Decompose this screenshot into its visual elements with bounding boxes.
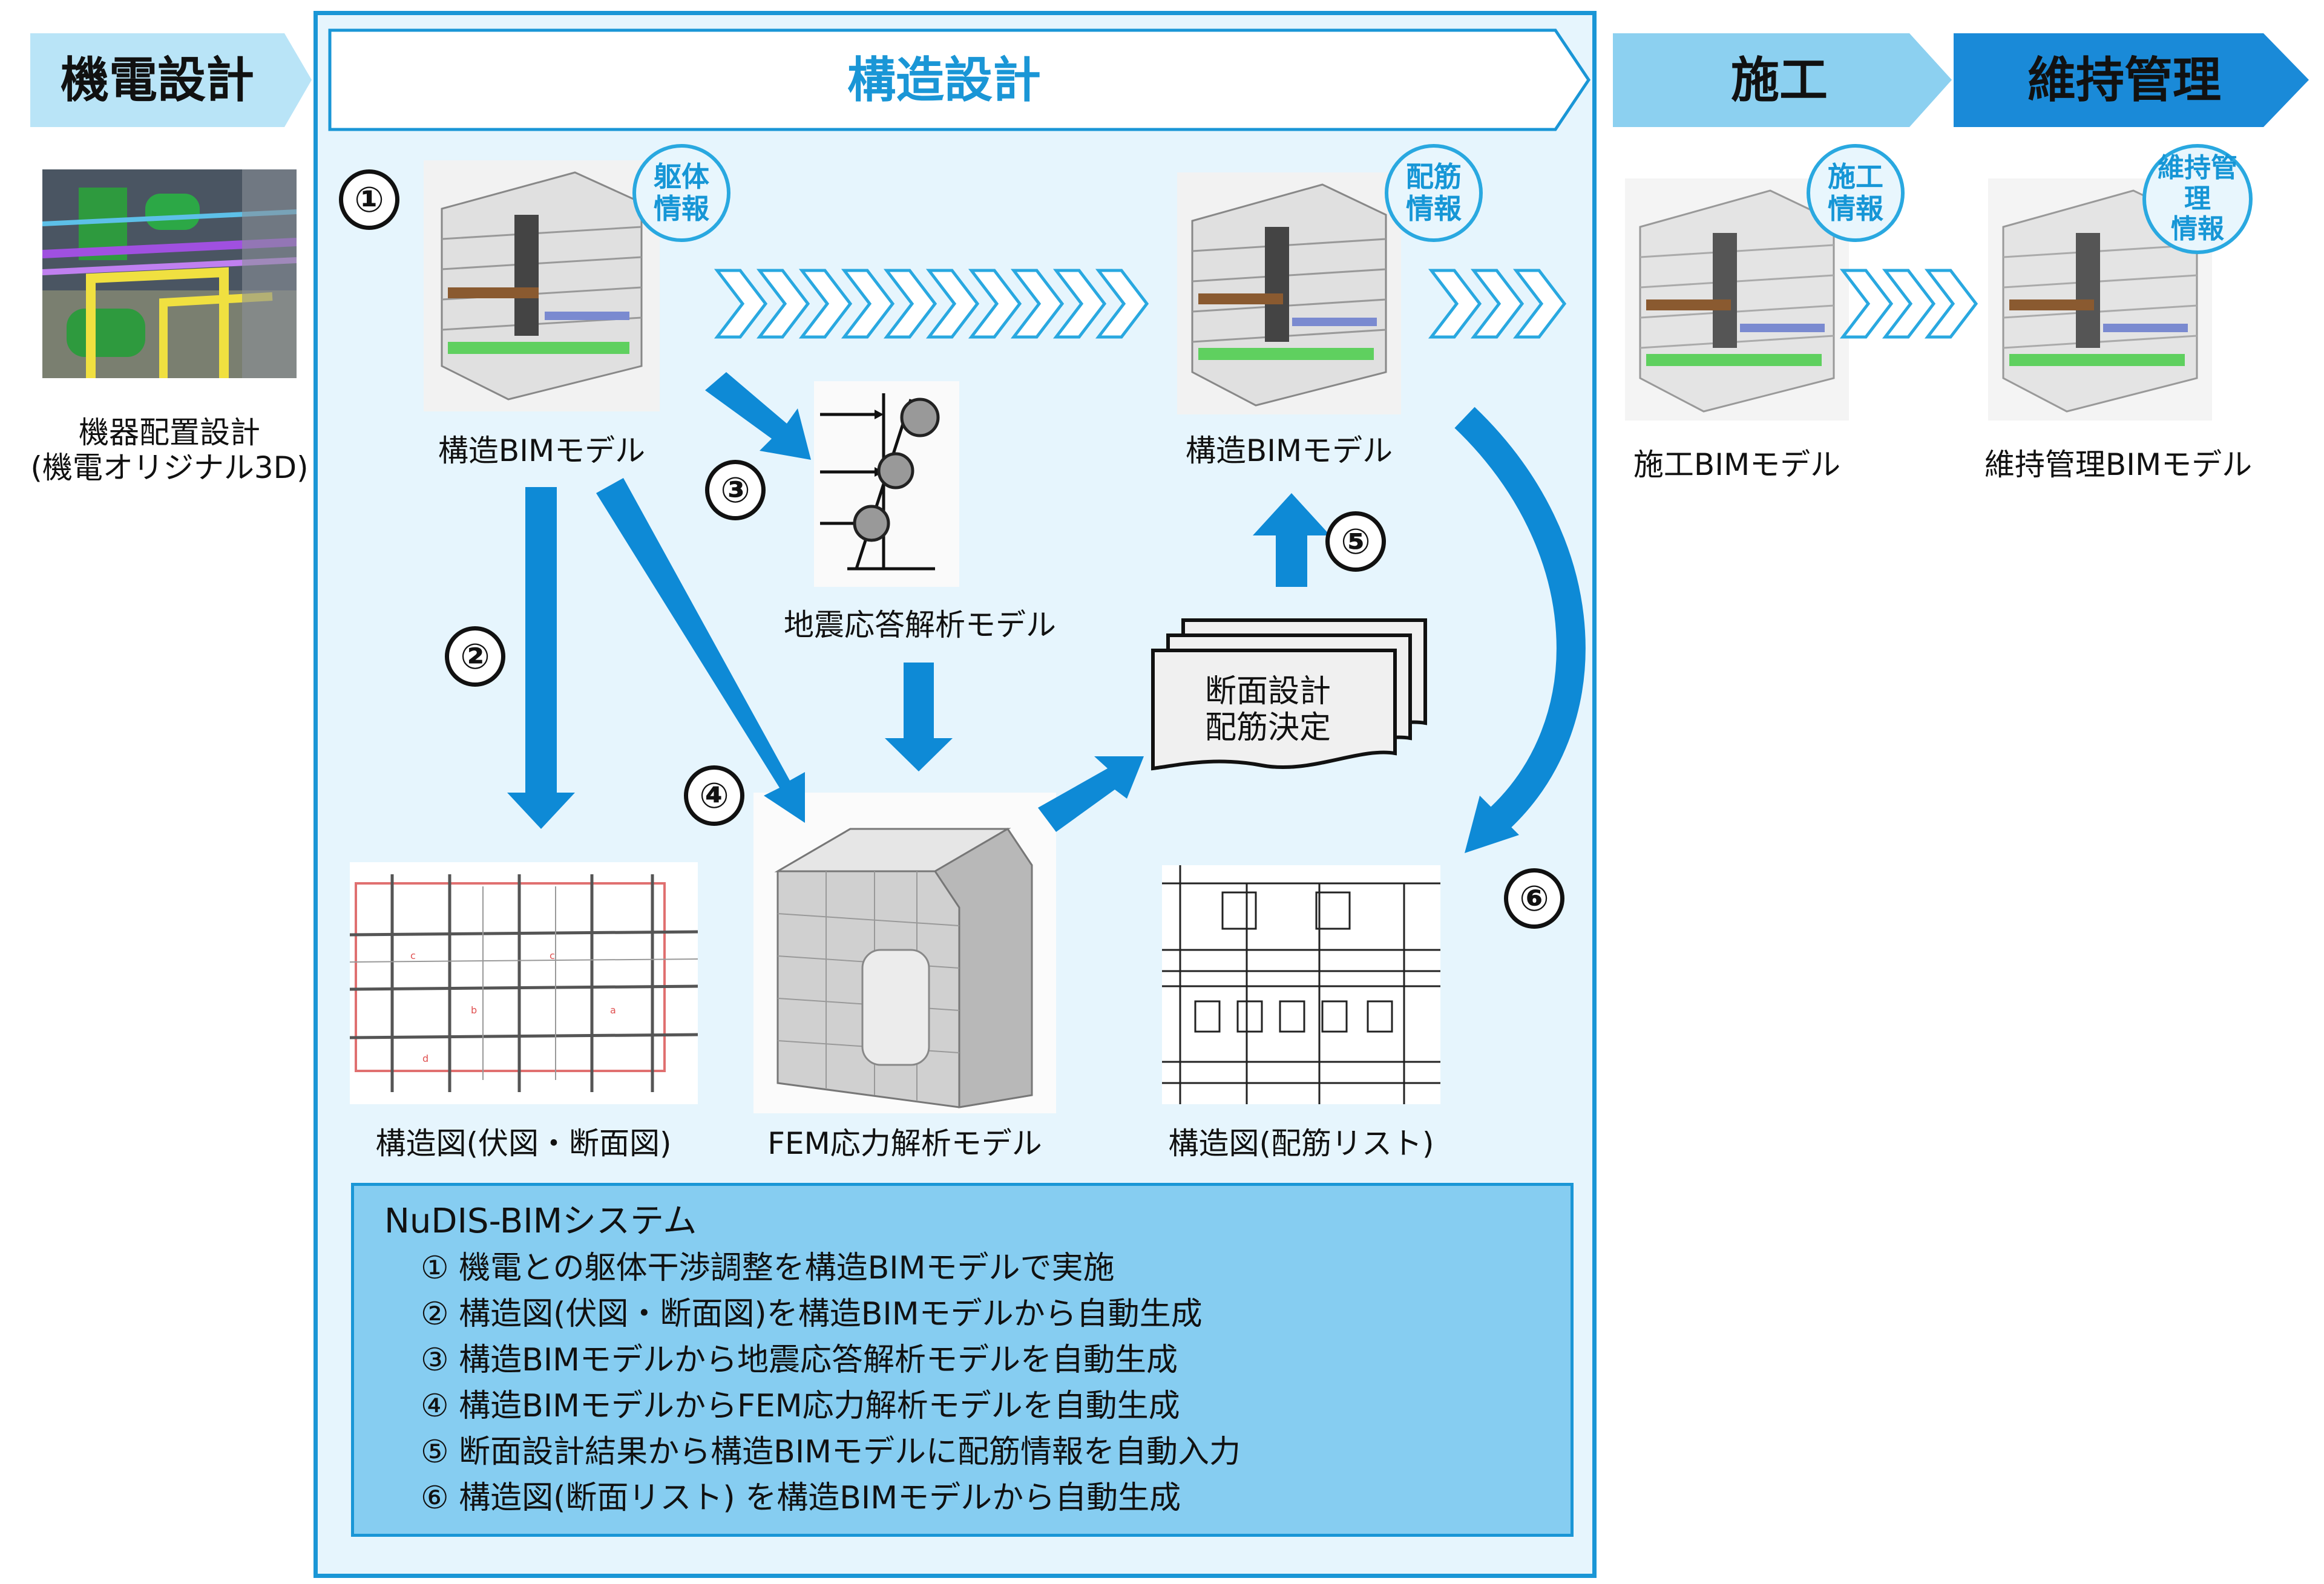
construction-bim-caption: 施工BIMモデル [1633, 447, 1841, 482]
step-2-number: ② [445, 626, 505, 687]
construction-header: 施工 [1731, 52, 1828, 108]
mep-model-caption: 機器配置設計 [79, 415, 260, 450]
chevron-row-right [1431, 270, 1564, 337]
system-item-5: ⑤ 断面設計結果から構造BIMモデルに配筋情報を自動入力 [421, 1434, 1241, 1470]
structural-bim-caption-1: 構造BIMモデル [438, 433, 646, 468]
frame-info-badge: 躯体情報 [632, 144, 730, 242]
seismic-response-model-image [814, 381, 959, 587]
rebar-list-drawing-image [1162, 865, 1440, 1104]
step-4-number: ④ [684, 765, 744, 826]
maintenance-bim-model-image [1988, 178, 2212, 421]
chevron-row-main [717, 270, 1147, 337]
system-title: NuDIS-BIMシステム [384, 1202, 697, 1241]
mep-model-subcaption: (機電オリジナル3D) [30, 450, 309, 485]
step-1-number: ① [339, 169, 399, 230]
svg-text:c: c [550, 950, 555, 961]
step-5-number: ⑤ [1325, 511, 1386, 572]
nudis-bim-system-box: NuDIS-BIMシステム ① 機電との躯体干渉調整を構造BIMモデルで実施 ②… [351, 1183, 1574, 1537]
svg-text:c: c [410, 950, 416, 961]
construction-bim-model-image [1625, 178, 1849, 421]
mep-3d-model-image [42, 169, 297, 378]
fem-model-caption: FEM応力解析モデル [767, 1126, 1042, 1161]
system-item-3: ③ 構造BIMモデルから地震応答解析モデルを自動生成 [421, 1342, 1178, 1378]
maintenance-header-shape [1954, 33, 2309, 127]
document-stack-line2: 配筋決定 [1204, 710, 1331, 746]
svg-text:b: b [471, 1004, 477, 1016]
system-item-4: ④ 構造BIMモデルからFEM応力解析モデルを自動生成 [421, 1388, 1180, 1424]
document-stack-icon [1151, 618, 1427, 771]
svg-text:d: d [422, 1053, 428, 1064]
rebar-list-caption: 構造図(配筋リスト) [1168, 1126, 1434, 1161]
structural-bim-model-image-1 [424, 160, 660, 411]
svg-text:a: a [610, 1004, 616, 1016]
structural-drawing-plan-image: c b c a d [349, 862, 698, 1104]
system-item-2: ② 構造図(伏図・断面図)を構造BIMモデルから自動生成 [421, 1296, 1203, 1332]
chevron-row-construction [1843, 270, 1976, 337]
maintenance-info-badge: 維持管理情報 [2142, 144, 2253, 254]
mep-design-header-shape [30, 33, 312, 127]
construction-info-badge: 施工情報 [1807, 144, 1905, 242]
fem-stress-model-image [753, 793, 1056, 1113]
mep-design-header: 機電設計 [61, 52, 254, 108]
structural-design-header: 構造設計 [847, 52, 1041, 108]
seismic-model-caption: 地震応答解析モデル [784, 607, 1056, 643]
structural-bim-caption-2: 構造BIMモデル [1185, 433, 1393, 468]
system-item-1: ① 機電との躯体干渉調整を構造BIMモデルで実施 [421, 1250, 1115, 1286]
maintenance-header: 維持管理 [2027, 52, 2221, 108]
document-stack-line1: 断面設計 [1204, 673, 1331, 710]
system-item-6: ⑥ 構造図(断面リスト) を構造BIMモデルから自動生成 [421, 1480, 1181, 1516]
maintenance-bim-caption: 維持管理BIMモデル [1984, 447, 2253, 482]
structural-drawing-caption: 構造図(伏図・断面図) [375, 1126, 672, 1161]
step-3-number: ③ [705, 460, 766, 520]
curved-arrow-6 [1454, 407, 1586, 834]
construction-header-shape [1613, 33, 1952, 127]
structural-bim-model-image-2 [1177, 172, 1401, 414]
step-6-number: ⑥ [1504, 868, 1564, 929]
structural-design-header-shape [328, 28, 1591, 131]
rebar-info-badge: 配筋情報 [1385, 144, 1483, 242]
